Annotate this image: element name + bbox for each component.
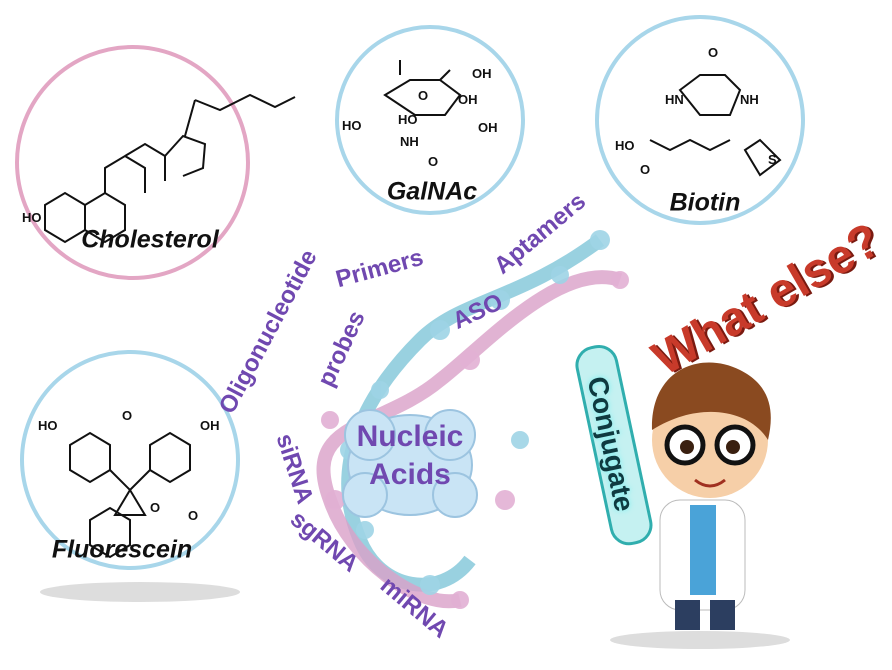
atom-label: NH bbox=[740, 92, 759, 107]
atom-label: OH bbox=[458, 92, 478, 107]
galnac-bubble bbox=[335, 25, 525, 215]
atom-label: HO bbox=[38, 418, 58, 433]
fluorescein-bubble bbox=[20, 350, 240, 570]
atom-label: O bbox=[122, 408, 133, 423]
biotin-label: Biotin bbox=[669, 188, 741, 217]
biotin-bubble bbox=[595, 15, 805, 225]
atom-label: O bbox=[150, 500, 161, 515]
atom-label: HO bbox=[22, 210, 42, 225]
cholesterol-bubble bbox=[15, 45, 250, 280]
atom-label: O bbox=[428, 154, 439, 169]
cloud bbox=[342, 409, 478, 518]
atom-label: O bbox=[418, 88, 429, 103]
atom-label: S bbox=[768, 152, 777, 167]
cholesterol-label: Cholesterol bbox=[81, 225, 219, 254]
acids-label: Acids bbox=[369, 458, 451, 491]
test-tube bbox=[575, 344, 653, 546]
atom-label: NH bbox=[400, 134, 419, 149]
galnac-label: GalNAc bbox=[386, 177, 478, 206]
atom-label: OH bbox=[472, 66, 492, 81]
nucleic-label: Nucleic bbox=[356, 420, 464, 453]
nucleic-acids-label: Nucleic Acids bbox=[350, 418, 470, 494]
atom-label: O bbox=[708, 45, 719, 60]
atom-label: O bbox=[188, 508, 199, 523]
scientist-boy bbox=[651, 362, 771, 630]
atom-label: HO bbox=[615, 138, 635, 153]
fluorescein-label: Fluorescein bbox=[51, 535, 193, 564]
atom-label: OH bbox=[478, 120, 498, 135]
atom-label: OH bbox=[200, 418, 220, 433]
atom-label: O bbox=[640, 162, 651, 177]
atom-label: HO bbox=[342, 118, 362, 133]
atom-label: HO bbox=[398, 112, 418, 127]
atom-label: HN bbox=[665, 92, 684, 107]
